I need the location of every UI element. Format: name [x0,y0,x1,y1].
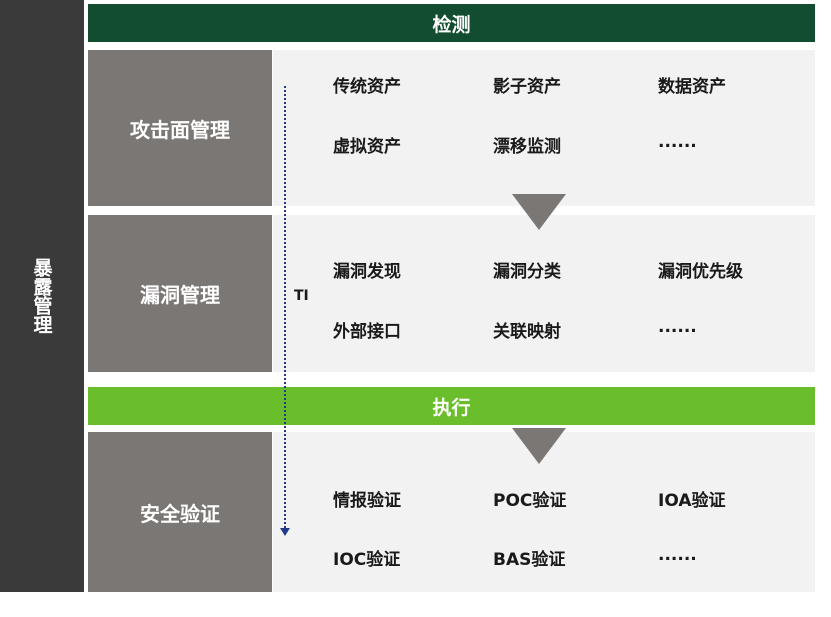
left-bar [0,0,84,592]
detect-band-label: 检测 [432,13,471,36]
ti-arrow-head-icon [280,528,290,536]
ti-dotted-line [284,86,286,528]
section1-item: 传统资产 [333,77,401,97]
section3-item: ...... [658,545,697,565]
exposure-management-label: 暴露管理 [0,0,84,592]
attack-surface-panel [273,50,815,206]
detect-band: 检测 [88,4,815,42]
flow-down-triangle-1 [512,194,566,230]
ti-label: TI [294,288,309,304]
section3-item: IOC验证 [333,550,401,570]
attack-surface-title: 攻击面管理 [130,117,230,142]
section2-item: 漏洞发现 [333,262,401,282]
flow-down-triangle-2 [512,428,566,464]
section1-item: 数据资产 [658,77,726,97]
section2-item: 外部接口 [333,322,401,342]
vulnerability-title: 漏洞管理 [140,283,220,307]
security-validation-title: 安全验证 [140,501,220,526]
attack-surface-box: 攻击面管理 [88,50,272,206]
section3-item: IOA验证 [658,491,726,511]
left-label-text: 暴露管理 [30,258,53,334]
section2-item: 漏洞优先级 [658,262,743,282]
section3-item: POC验证 [493,491,567,511]
section1-item: 漂移监测 [493,137,561,157]
section1-item: ...... [658,132,697,152]
vulnerability-panel [273,215,815,372]
execute-band-label: 执行 [432,396,471,419]
section1-item: 影子资产 [493,77,561,97]
execute-band: 执行 [88,387,815,425]
section3-item: 情报验证 [333,491,401,511]
section2-item: ...... [658,317,697,337]
vulnerability-box: 漏洞管理 [88,215,272,372]
security-validation-box: 安全验证 [88,432,272,592]
section2-item: 关联映射 [493,322,561,342]
section1-item: 虚拟资产 [333,137,401,157]
section3-item: BAS验证 [493,550,566,570]
section2-item: 漏洞分类 [493,262,561,282]
